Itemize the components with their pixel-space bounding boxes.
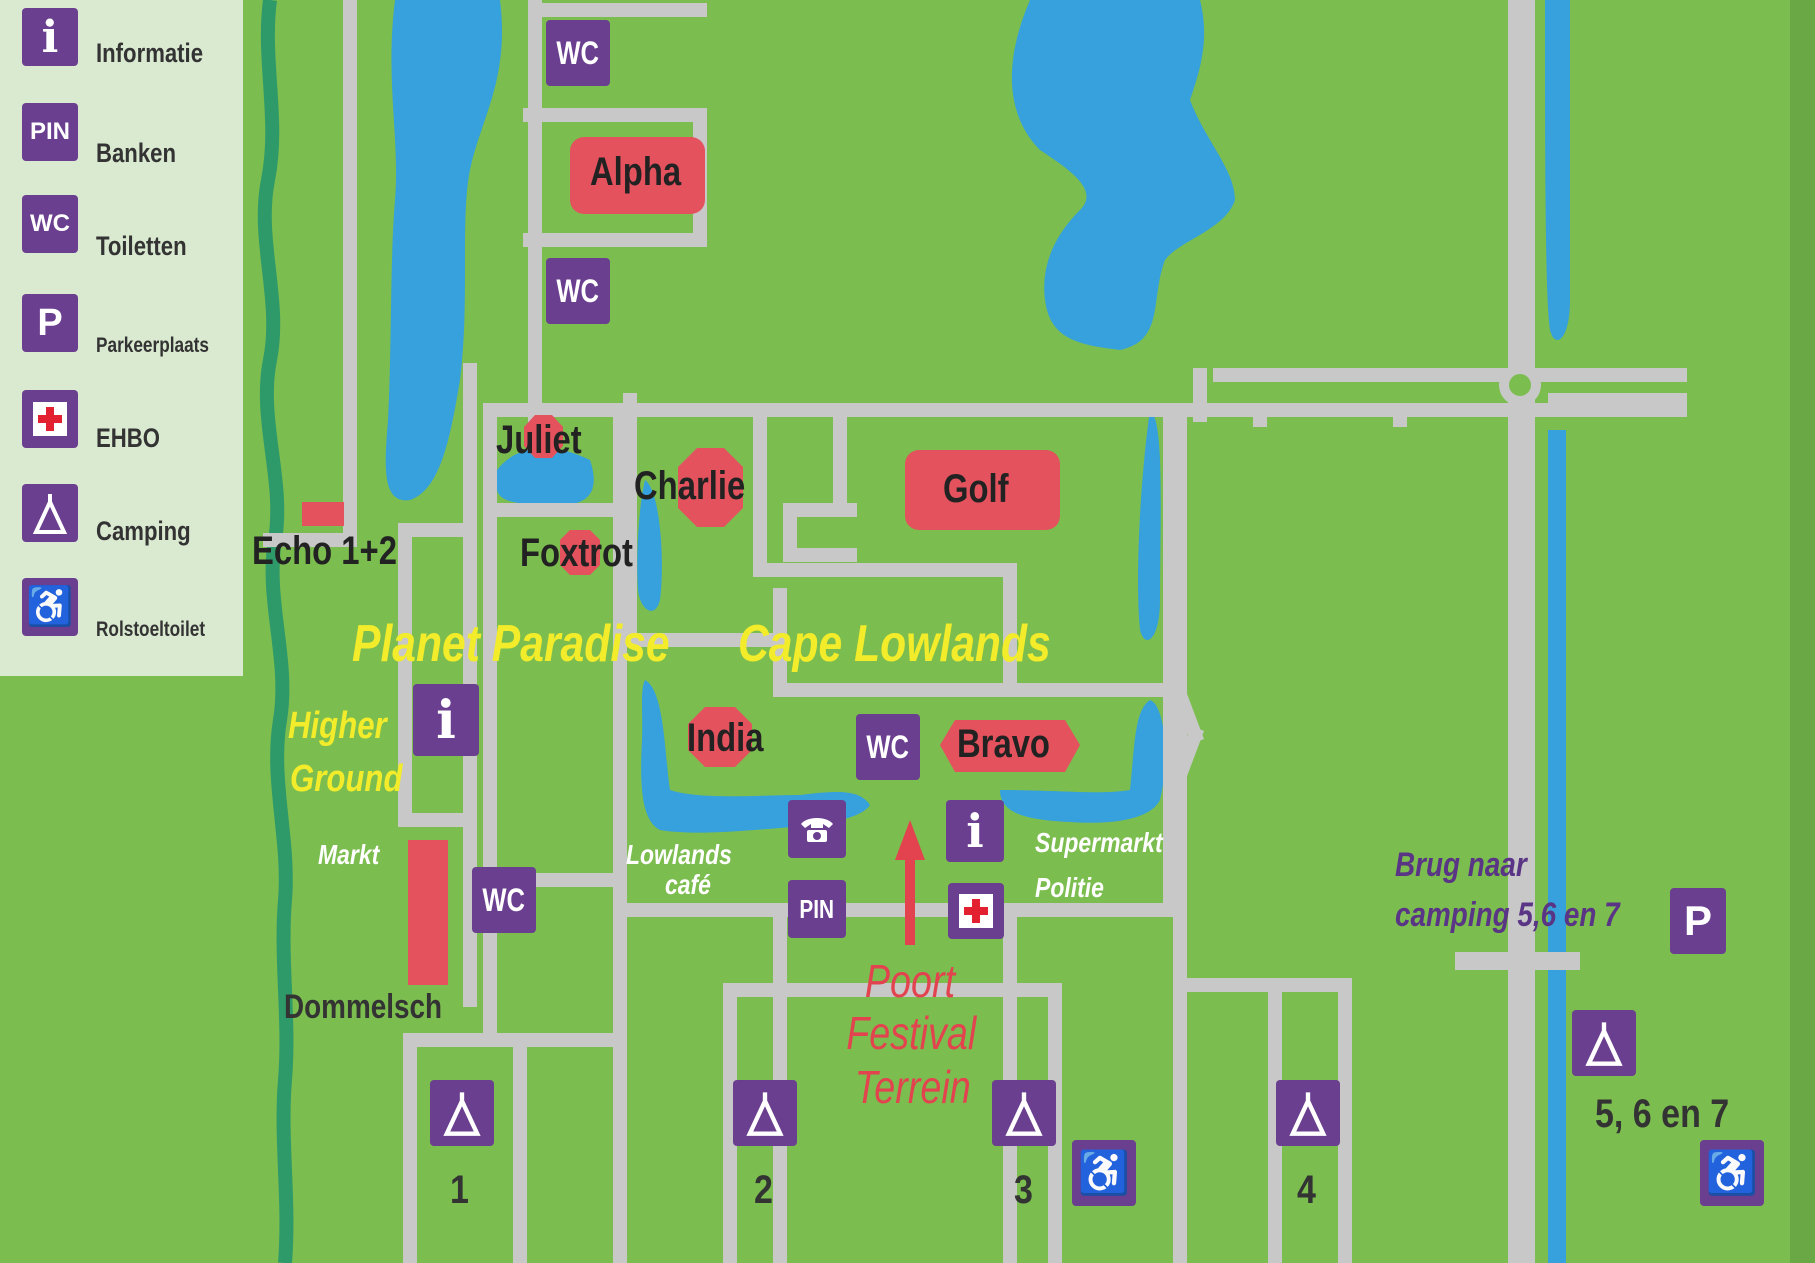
legend-label-info: Informatie bbox=[96, 38, 204, 68]
stage-label-golf: Golf bbox=[943, 467, 1009, 511]
echo-stage-marker bbox=[302, 502, 344, 526]
roundabout bbox=[1499, 364, 1541, 406]
border-stream bbox=[257, 0, 294, 1263]
camping-number-567: 5, 6 en 7 bbox=[1595, 1092, 1730, 1136]
pin-icon: PIN bbox=[788, 880, 846, 938]
moat-south-east bbox=[1000, 700, 1166, 823]
entrance-label-2: Festival bbox=[846, 1007, 977, 1059]
area-label-cape-lowlands: Cape Lowlands bbox=[738, 615, 1051, 673]
canal-north bbox=[1545, 0, 1570, 340]
parking-icon: P bbox=[22, 294, 78, 352]
india-stage bbox=[688, 707, 752, 767]
wheelchair-icon: ♿ bbox=[1072, 1140, 1136, 1206]
golf-stage bbox=[905, 450, 1060, 530]
parking-icon: P bbox=[1670, 888, 1726, 954]
legend-label-first-aid: EHBO bbox=[96, 423, 160, 453]
tent-icon bbox=[733, 1080, 797, 1146]
info-icon: i bbox=[22, 8, 78, 66]
label-lowlands-cafe-1: Lowlands bbox=[626, 839, 732, 870]
camping-number-4: 4 bbox=[1297, 1168, 1316, 1212]
entrance-label-1: Poort bbox=[864, 955, 956, 1007]
wheelchair-icon: ♿ bbox=[22, 578, 78, 636]
info-icon: i bbox=[946, 800, 1004, 862]
markt-stalls bbox=[408, 840, 448, 985]
legend-label-toilets: Toiletten bbox=[96, 231, 187, 261]
stage-label-charlie: Charlie bbox=[634, 464, 746, 508]
tent-icon bbox=[22, 484, 78, 542]
juliet-stage bbox=[524, 415, 563, 458]
legend-label-wheelchair: Rolstoeltoilet bbox=[96, 618, 206, 641]
moat-south-west bbox=[641, 680, 870, 833]
entrance-arrow bbox=[895, 820, 925, 945]
legend-label-banks: Banken bbox=[96, 138, 176, 168]
wheelchair-icon: ♿ bbox=[1700, 1140, 1764, 1206]
legend-label-parking: Parkeerplaats bbox=[96, 334, 209, 357]
label-supermarkt: Supermarkt bbox=[1035, 827, 1163, 858]
info-icon: i bbox=[413, 684, 479, 756]
tent-icon bbox=[992, 1080, 1056, 1146]
legend-label-camping: Camping bbox=[96, 516, 191, 546]
stage-label-juliet: Juliet bbox=[496, 418, 582, 462]
canal-east bbox=[1548, 430, 1566, 1263]
moat-charlie bbox=[637, 480, 662, 611]
tent-icon bbox=[1276, 1080, 1340, 1146]
label-markt: Markt bbox=[318, 839, 380, 870]
charlie-stage bbox=[678, 448, 743, 527]
pond-juliet bbox=[497, 448, 594, 505]
area-label-higher-ground-1: Higher bbox=[288, 705, 387, 747]
foxtrot-stage bbox=[560, 530, 600, 575]
area-label-higher-ground-2: Ground bbox=[290, 758, 403, 800]
wc-icon: WC bbox=[472, 867, 536, 933]
bravo-stage bbox=[940, 720, 1080, 772]
label-dommelsch: Dommelsch bbox=[284, 988, 443, 1026]
bridge-to-camping bbox=[1455, 952, 1580, 970]
label-politie: Politie bbox=[1035, 872, 1104, 903]
wc-icon: WC bbox=[856, 714, 920, 780]
bridge-label-2: camping 5,6 en 7 bbox=[1395, 896, 1620, 934]
stage-label-alpha: Alpha bbox=[590, 150, 682, 194]
tent-icon bbox=[430, 1080, 494, 1146]
lake-north bbox=[1011, 0, 1235, 350]
area-label-planet-paradise: Planet Paradise bbox=[352, 615, 670, 673]
first-aid-icon bbox=[948, 883, 1004, 939]
stage-label-echo: Echo 1+2 bbox=[252, 529, 397, 573]
camping-number-1: 1 bbox=[450, 1168, 469, 1212]
wc-icon: WC bbox=[546, 20, 610, 86]
moat-east bbox=[1138, 410, 1161, 640]
label-lowlands-cafe-2: café bbox=[665, 869, 711, 900]
map-legend: i Informatie PIN Banken WC Toiletten P P… bbox=[0, 0, 243, 676]
first-aid-icon bbox=[22, 390, 78, 448]
alpha-stage bbox=[570, 137, 705, 214]
camping-number-2: 2 bbox=[754, 1168, 773, 1212]
stage-label-bravo: Bravo bbox=[957, 722, 1050, 766]
camping-number-3: 3 bbox=[1014, 1168, 1033, 1212]
wc-icon: WC bbox=[546, 258, 610, 324]
wc-icon: WC bbox=[22, 195, 78, 253]
stage-label-foxtrot: Foxtrot bbox=[520, 531, 633, 575]
tent-icon bbox=[1572, 1010, 1636, 1076]
pin-icon: PIN bbox=[22, 103, 78, 161]
phone-icon bbox=[788, 800, 846, 858]
stage-label-india: India bbox=[687, 716, 764, 760]
lake-west bbox=[385, 0, 503, 501]
bridge-label-1: Brug naar bbox=[1395, 846, 1527, 884]
entrance-label-3: Terrein bbox=[854, 1061, 971, 1113]
